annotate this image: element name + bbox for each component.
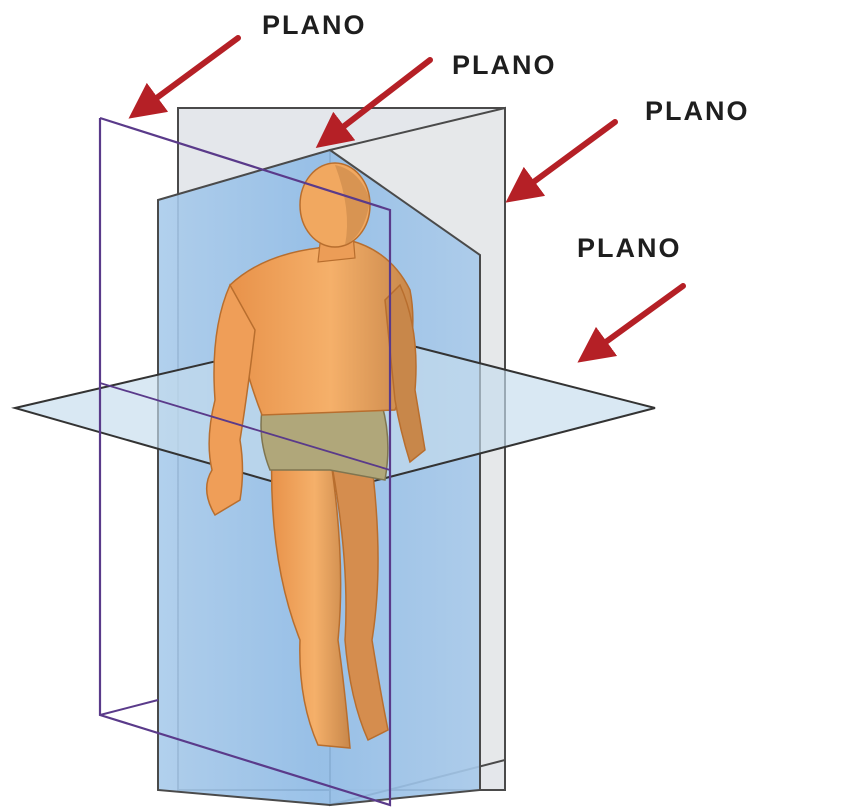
arrow-icon [592,286,683,352]
plane-label-1: PLANO [262,12,367,39]
arrow-icon [143,38,238,108]
plane-label-4: PLANO [577,235,682,262]
plane-label-3: PLANO [645,98,750,125]
arrow-icon [520,122,615,192]
plane-label-2: PLANO [452,52,557,79]
